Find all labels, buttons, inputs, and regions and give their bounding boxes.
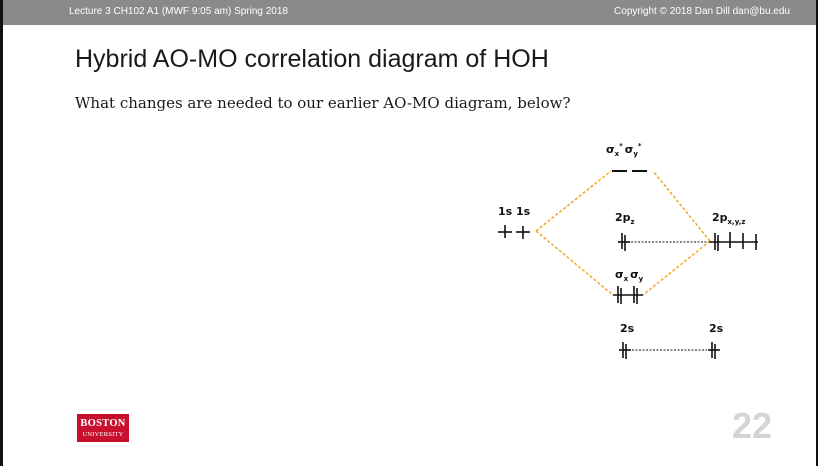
svg-text:2px,y,z: 2px,y,z: [712, 211, 745, 226]
sigma-x-subscript: x: [624, 275, 629, 283]
o-2pz-level: [618, 233, 630, 251]
connector-2p-to-antibonding: [652, 170, 711, 242]
o-2s-levels: [619, 342, 720, 359]
o-2s-right-label: 2s: [709, 322, 724, 335]
slide-title: Hybrid AO-MO correlation diagram of HOH: [75, 45, 549, 73]
connector-1s-to-antibonding: [535, 170, 612, 232]
lecture-info: Lecture 3 CH102 A1 (MWF 9:05 am) Spring …: [69, 6, 288, 17]
o-2p-label: 2p: [712, 211, 728, 224]
o-2p-levels: [709, 232, 758, 251]
slide-frame-left: [0, 0, 3, 466]
o-2pz-label: 2p: [615, 211, 631, 224]
ao-mo-diagram: σx*σy* 1s 1s 2pz 2px,y,z: [498, 142, 758, 359]
o-2pz-subscript: z: [631, 218, 635, 226]
h-1s-left-label: 1s: [498, 205, 513, 218]
sigma-y-symbol: σ: [630, 268, 639, 281]
svg-text:σx*σy*: σx*σy*: [606, 142, 642, 158]
sigma-y-star-subscript: y: [633, 150, 638, 158]
slide-frame-right: [816, 0, 818, 466]
correlation-lines: [535, 170, 711, 296]
sigma-y-subscript: y: [639, 275, 644, 283]
svg-text:2pz: 2pz: [615, 211, 635, 226]
connector-2p-to-bonding: [642, 240, 711, 296]
sigma-x-star-symbol: σ: [606, 143, 615, 156]
slide-question: What changes are needed to our earlier A…: [75, 94, 571, 112]
logo-line-2: UNIVERSITY: [82, 430, 124, 438]
logo-line-1: BOSTON: [80, 418, 126, 429]
h-1s-levels: [498, 225, 530, 239]
sigma-y-star-mark: *: [638, 142, 642, 150]
connector-1s-to-bonding: [535, 230, 614, 296]
page-number: 22: [732, 405, 773, 446]
o-2s-left-label: 2s: [620, 322, 635, 335]
o-2p-subscript: x,y,z: [728, 218, 746, 226]
h-1s-right-label: 1s: [516, 205, 531, 218]
sigma-y-star-symbol: σ: [625, 143, 634, 156]
bonding-levels: [613, 286, 643, 304]
boston-university-logo: BOSTON UNIVERSITY: [77, 414, 129, 442]
sigma-x-star-mark: *: [619, 142, 623, 150]
sigma-x-star-subscript: x: [615, 150, 620, 158]
copyright-notice: Copyright © 2018 Dan Dill dan@bu.edu: [614, 6, 790, 17]
header-bar: Lecture 3 CH102 A1 (MWF 9:05 am) Spring …: [3, 0, 816, 25]
sigma-x-symbol: σ: [615, 268, 624, 281]
